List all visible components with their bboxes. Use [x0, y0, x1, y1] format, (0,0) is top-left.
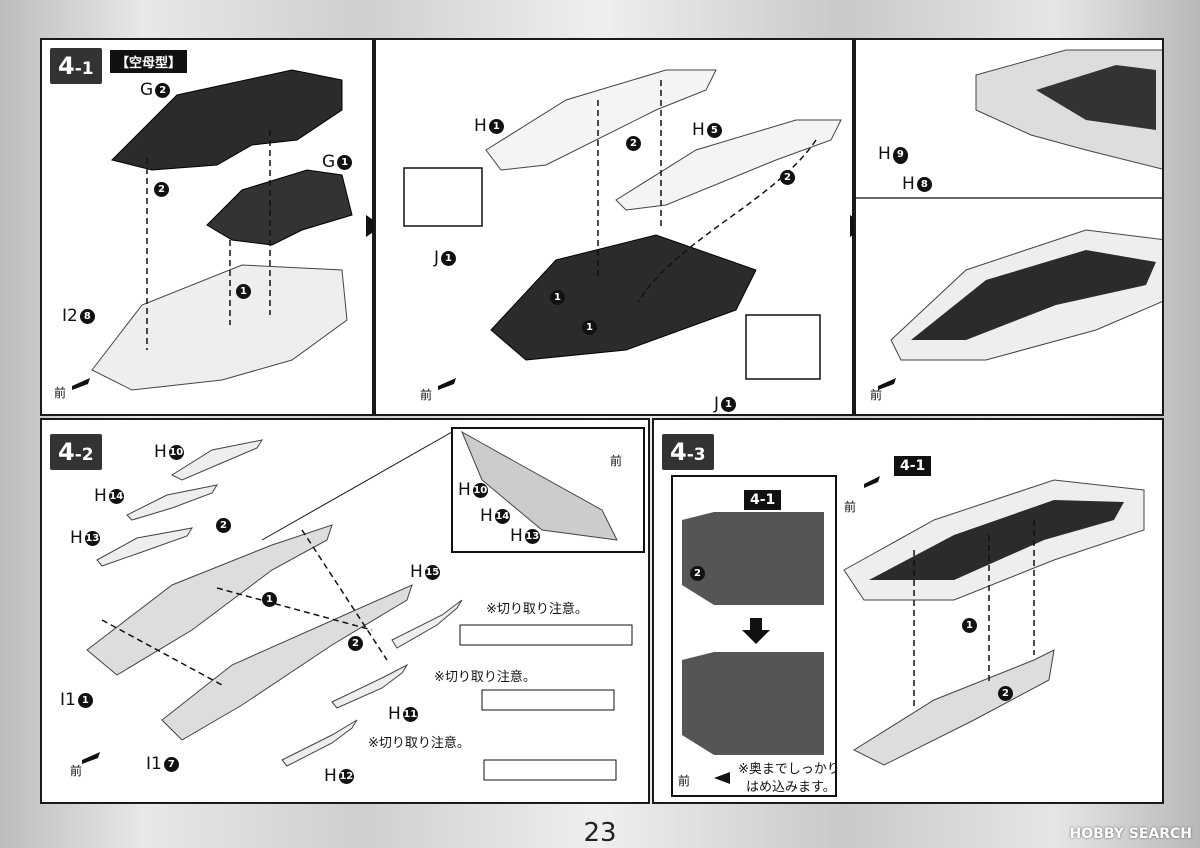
step-number-box: 4-1: [50, 48, 102, 84]
order-marker: 2: [216, 518, 231, 533]
fit-note-line-2: はめ込みます。: [746, 780, 836, 795]
final-assembly-diagram: [671, 475, 1145, 797]
front-label: 前: [844, 500, 857, 514]
order-marker: 2: [626, 136, 641, 151]
front-label: 前: [54, 386, 67, 400]
watermark: HOBBY SEARCH: [1069, 826, 1192, 842]
front-label: 前: [420, 388, 433, 402]
step-number-box: 4-3: [662, 434, 714, 470]
front-label: 前: [678, 774, 691, 788]
order-marker: 1: [962, 618, 977, 633]
fit-note-line-1: ※奥までしっかり: [738, 762, 840, 777]
caution-note: ※切り取り注意。: [434, 670, 536, 685]
reference-tag: 4-1: [894, 456, 932, 476]
order-marker: 1: [550, 290, 565, 305]
order-marker: 1: [236, 284, 251, 299]
caution-note: ※切り取り注意。: [486, 602, 588, 617]
hull-assembly-diagram: [82, 427, 645, 781]
caution-note: ※切り取り注意。: [368, 736, 470, 751]
inset-front-label: 前: [610, 454, 623, 468]
front-label: 前: [70, 764, 83, 778]
reference-tag: 4-1: [744, 490, 782, 510]
order-marker: 2: [690, 566, 705, 581]
carrier-assembly-diagram: [72, 69, 353, 391]
step-number-box: 4-2: [50, 434, 102, 470]
order-marker: 1: [262, 592, 277, 607]
order-marker: 1: [582, 320, 597, 335]
page-number: 23: [583, 818, 617, 848]
aircraft-carrier-tag: 【空母型】: [110, 50, 188, 73]
finished-carrier-diagram: [856, 49, 1162, 390]
order-marker: 2: [780, 170, 795, 185]
order-marker: 2: [998, 686, 1013, 701]
hangar-assembly-diagram: [403, 69, 842, 390]
order-marker: 2: [348, 636, 363, 651]
order-marker: 2: [154, 182, 169, 197]
panel-step-4-3: 4-3 4-1 4-1 1 2 2 ※奥までしっかり はめ込みます。 前 前: [652, 418, 1164, 804]
front-label: 前: [870, 388, 883, 402]
